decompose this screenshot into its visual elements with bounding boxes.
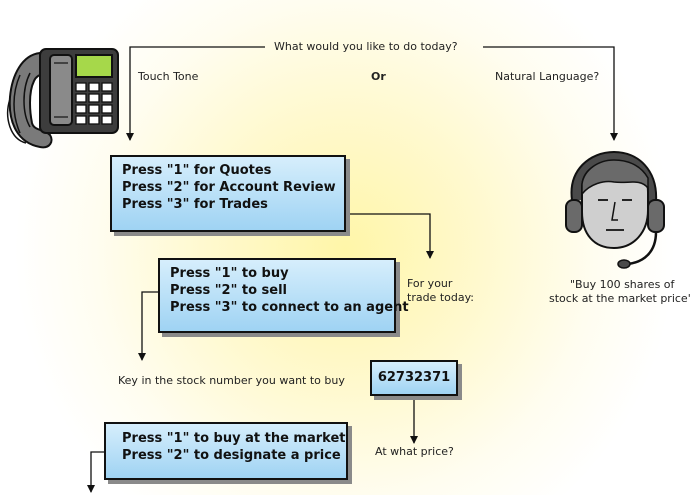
main-menu-box: Press "1" for Quotes Press "2" for Accou… bbox=[110, 155, 346, 232]
spoken-request-line: "Buy 100 shares of bbox=[570, 278, 675, 291]
price-menu-line: Press "2" to designate a price bbox=[122, 448, 341, 463]
price-menu-line: Press "1" to buy at the market bbox=[122, 431, 346, 446]
prompt-question: What would you like to do today? bbox=[274, 40, 458, 53]
price-prompt: At what price? bbox=[375, 445, 454, 458]
stock-number-prompt: Key in the stock number you want to buy bbox=[118, 374, 345, 387]
stock-number-box: 62732371 bbox=[370, 360, 458, 396]
telephone-icon bbox=[6, 48, 119, 149]
trades-connector bbox=[346, 213, 434, 259]
price-menu-box: Press "1" to buy at the market Press "2"… bbox=[104, 422, 348, 480]
headset-agent-icon bbox=[565, 150, 665, 269]
natural-language-label: Natural Language? bbox=[495, 70, 600, 83]
prompt-line-right bbox=[483, 46, 618, 141]
trade-menu-line: Press "1" to buy bbox=[170, 266, 289, 281]
trade-prompt-line: trade today: bbox=[407, 291, 475, 304]
price-connector bbox=[87, 451, 104, 493]
main-menu-line: Press "3" for Trades bbox=[122, 197, 268, 212]
trade-menu-line: Press "3" to connect to an agent bbox=[170, 300, 409, 315]
main-menu-line: Press "2" for Account Review bbox=[122, 180, 336, 195]
or-label: Or bbox=[371, 70, 386, 83]
trade-prompt-line: For your bbox=[407, 277, 453, 290]
prompt-line-left bbox=[126, 46, 265, 141]
trade-menu-box: Press "1" to buy Press "2" to sell Press… bbox=[158, 258, 409, 333]
touch-tone-label: Touch Tone bbox=[138, 70, 199, 83]
trade-menu-line: Press "2" to sell bbox=[170, 283, 288, 298]
stock-number-value: 62732371 bbox=[377, 370, 451, 385]
buy-connector bbox=[138, 291, 158, 361]
main-menu-line: Press "1" for Quotes bbox=[122, 163, 272, 178]
spoken-request-line: stock at the market price" bbox=[549, 292, 690, 305]
